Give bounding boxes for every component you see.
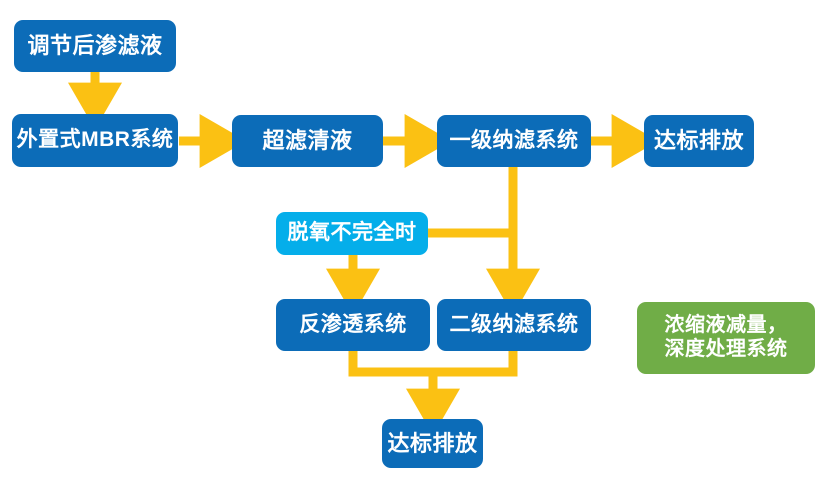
node-reverse-osmosis-system[interactable]: 反渗透系统 — [276, 299, 430, 351]
node-label: 达标排放 — [653, 128, 744, 154]
node-incomplete-deoxygenation[interactable]: 脱氧不完全时 — [276, 212, 428, 255]
edge-ro-nf2-merge-to-discharge-bottom — [348, 351, 518, 436]
node-label: 一级纳滤系统 — [449, 128, 579, 152]
node-label: 外置式MBR系统 — [16, 128, 174, 152]
node-label: 超滤清液 — [262, 128, 353, 154]
node-label: 脱氧不完全时 — [287, 221, 417, 245]
node-concentrate-reduction-advanced-treatment[interactable]: 浓缩液减量， 深度处理系统 — [637, 302, 815, 374]
node-compliant-discharge-top[interactable]: 达标排放 — [644, 115, 754, 167]
node-compliant-discharge-bottom[interactable]: 达标排放 — [382, 419, 483, 468]
node-primary-nanofiltration-system[interactable]: 一级纳滤系统 — [437, 115, 591, 167]
node-adjusted-leachate[interactable]: 调节后渗滤液 — [14, 20, 176, 72]
node-label: 反渗透系统 — [299, 312, 407, 336]
node-ultrafiltration-clear-liquid[interactable]: 超滤清液 — [232, 115, 383, 167]
node-label: 浓缩液减量， 深度处理系统 — [664, 314, 788, 360]
node-label: 调节后渗滤液 — [27, 33, 163, 59]
node-secondary-nanofiltration-system[interactable]: 二级纳滤系统 — [437, 299, 591, 351]
node-label: 达标排放 — [387, 430, 478, 456]
node-external-mbr-system[interactable]: 外置式MBR系统 — [12, 114, 178, 167]
node-label: 二级纳滤系统 — [449, 312, 579, 336]
